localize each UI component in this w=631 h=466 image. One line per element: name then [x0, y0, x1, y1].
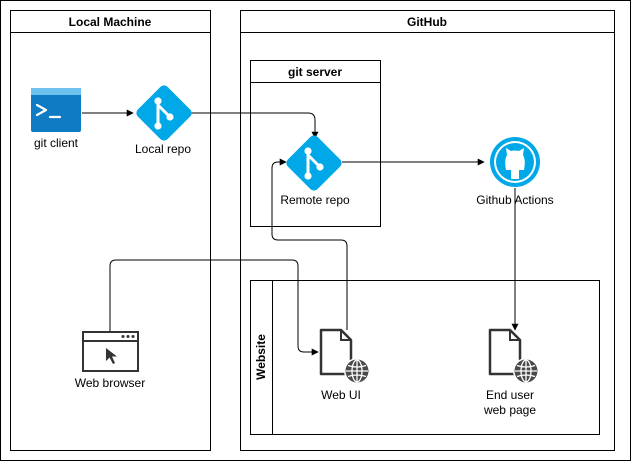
local-repo-node: Local repo	[134, 83, 194, 156]
local-machine-title: Local Machine	[69, 15, 152, 29]
terminal-icon	[31, 88, 81, 132]
git-client-label: git client	[34, 136, 79, 150]
remote-repo-node: Remote repo	[280, 133, 350, 207]
github-actions-label: Github Actions	[476, 193, 553, 207]
github-container: GitHub	[240, 10, 615, 451]
edge-browser-to-web-ui	[109, 259, 319, 356]
end-user-label-line1: End user	[486, 388, 534, 402]
github-octocat-icon	[490, 137, 540, 187]
connectors	[82, 109, 519, 356]
web-browser-label: Web browser	[75, 376, 145, 390]
git-client-node: git client	[31, 88, 81, 150]
browser-window-icon	[82, 331, 139, 372]
local-machine-container: Local Machine	[10, 10, 211, 451]
website-title: Website	[254, 334, 268, 380]
edge-web-ui-to-remote-repo	[271, 158, 348, 330]
github-title: GitHub	[407, 15, 447, 29]
edge-local-to-remote-repo	[190, 112, 319, 139]
globe-icon	[345, 359, 369, 383]
git-branch-icon	[284, 133, 344, 193]
website-container: Website	[250, 280, 600, 435]
github-actions-node: Github Actions	[476, 137, 554, 207]
git-server-title: git server	[288, 65, 342, 79]
web-browser-node: Web browser	[75, 331, 145, 390]
git-branch-icon	[134, 83, 194, 143]
end-user-node: End user web page	[483, 328, 539, 417]
web-document-icon	[488, 328, 539, 384]
globe-icon	[514, 359, 538, 383]
git-server-container: git server	[250, 60, 381, 227]
web-ui-node: Web UI	[319, 328, 370, 402]
end-user-label-line2: web page	[483, 403, 536, 417]
web-ui-label: Web UI	[321, 388, 361, 402]
local-repo-label: Local repo	[135, 142, 191, 156]
web-document-icon	[319, 328, 370, 384]
remote-repo-label: Remote repo	[280, 193, 350, 207]
